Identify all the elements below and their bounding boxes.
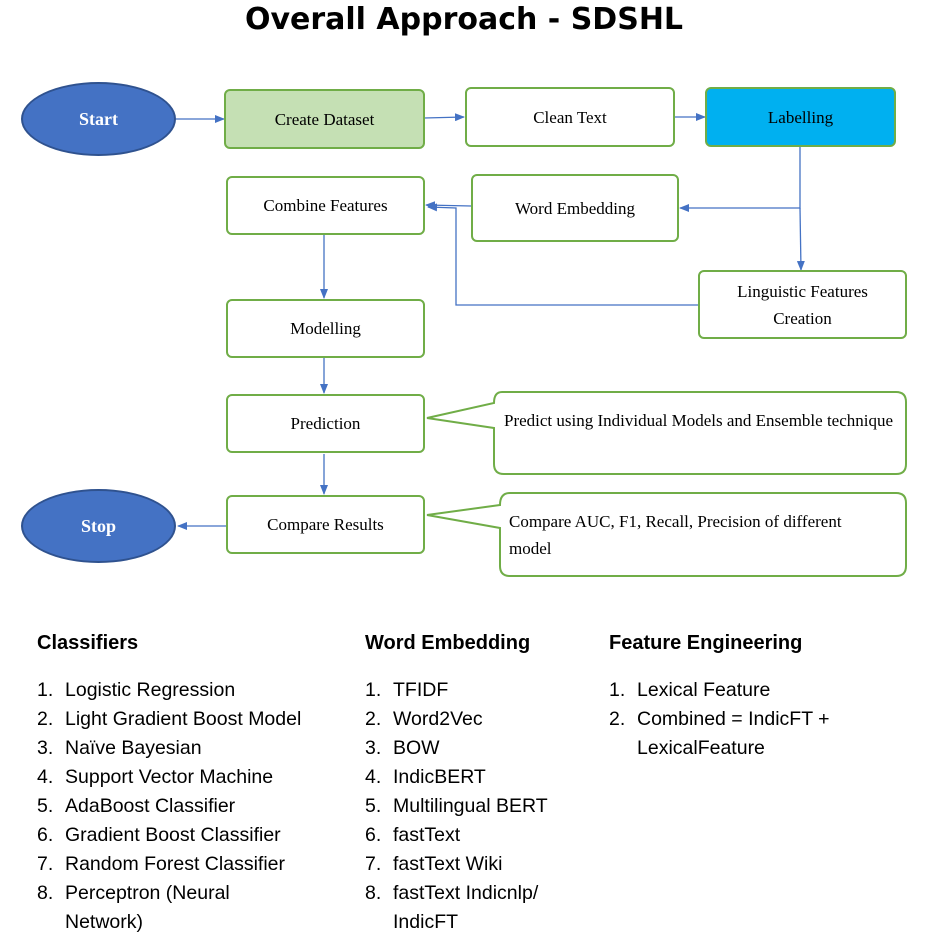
list-item: 3.BOW bbox=[365, 737, 440, 759]
list-item: 2.Light Gradient Boost Model bbox=[37, 708, 302, 730]
list-item: 3.Naïve Bayesian bbox=[37, 737, 202, 759]
linguistic-features-node: Linguistic Features Creation bbox=[698, 270, 907, 339]
list-item: 1.TFIDF bbox=[365, 679, 449, 701]
arrow-labelling-to-wordemb bbox=[679, 146, 801, 212]
feature-engineering-list: 1.Lexical Feature 2.Combined = IndicFT +… bbox=[609, 676, 889, 763]
word-embedding-node: Word Embedding bbox=[471, 174, 679, 242]
list-item: 4.IndicBERT bbox=[365, 766, 486, 788]
modelling-node: Modelling bbox=[226, 299, 425, 358]
arrow-linguistic-to-combine bbox=[427, 203, 698, 306]
list-item: 1.Logistic Regression bbox=[37, 679, 236, 701]
combine-features-node: Combine Features bbox=[226, 176, 425, 235]
list-item: 5.AdaBoost Classifier bbox=[37, 795, 236, 817]
labelling-node: Labelling bbox=[705, 87, 896, 147]
arrow-create-to-clean bbox=[423, 113, 465, 122]
classifiers-heading: Classifiers bbox=[37, 632, 139, 654]
start-node: Start bbox=[21, 82, 176, 156]
arrow-wordemb-to-combine bbox=[425, 201, 472, 210]
list-item: 6.fastText bbox=[365, 824, 461, 846]
prediction-node: Prediction bbox=[226, 394, 425, 453]
list-item: 6.Gradient Boost Classifier bbox=[37, 824, 281, 846]
list-item: 2.Word2Vec bbox=[365, 708, 483, 730]
callout-prediction-shape bbox=[426, 391, 907, 475]
list-item: 4.Support Vector Machine bbox=[37, 766, 274, 788]
list-item: 5.Multilingual BERT bbox=[365, 795, 548, 817]
list-item: 7.fastText Wiki bbox=[365, 853, 503, 875]
word-embedding-section: Word Embedding 1.TFIDF 2.Word2Vec 3.BOW … bbox=[365, 628, 590, 937]
classifiers-section: Classifiers 1.Logistic Regression 2.Ligh… bbox=[37, 628, 347, 937]
clean-text-node: Clean Text bbox=[465, 87, 675, 147]
callout-compare-shape bbox=[426, 492, 907, 577]
flow-connectors bbox=[176, 113, 907, 577]
classifiers-list: 1.Logistic Regression 2.Light Gradient B… bbox=[37, 676, 347, 937]
compare-callout-text: Compare AUC, F1, Recall, Precision of di… bbox=[509, 512, 842, 558]
page-title: Overall Approach - SDSHL bbox=[244, 2, 684, 37]
create-dataset-node: Create Dataset bbox=[224, 89, 425, 149]
list-item: 7.Random Forest Classifier bbox=[37, 853, 285, 875]
stop-node: Stop bbox=[21, 489, 176, 563]
feature-engineering-section: Feature Engineering 1.Lexical Feature 2.… bbox=[609, 628, 889, 763]
list-item: 1.Lexical Feature bbox=[609, 679, 771, 701]
list-item: 8.fastText Indicnlp/ IndicFT bbox=[365, 882, 539, 933]
arrow-labelling-to-linguistic bbox=[796, 207, 805, 271]
word-embedding-heading: Word Embedding bbox=[365, 632, 531, 654]
list-item: 2.Combined = IndicFT + LexicalFeature bbox=[609, 708, 830, 759]
compare-results-node: Compare Results bbox=[226, 495, 425, 554]
list-item: 8.Perceptron (Neural Network) bbox=[37, 882, 230, 933]
feature-engineering-heading: Feature Engineering bbox=[609, 632, 803, 654]
prediction-callout-text: Predict using Individual Models and Ense… bbox=[504, 411, 894, 430]
word-embedding-list: 1.TFIDF 2.Word2Vec 3.BOW 4.IndicBERT 5.M… bbox=[365, 676, 590, 937]
